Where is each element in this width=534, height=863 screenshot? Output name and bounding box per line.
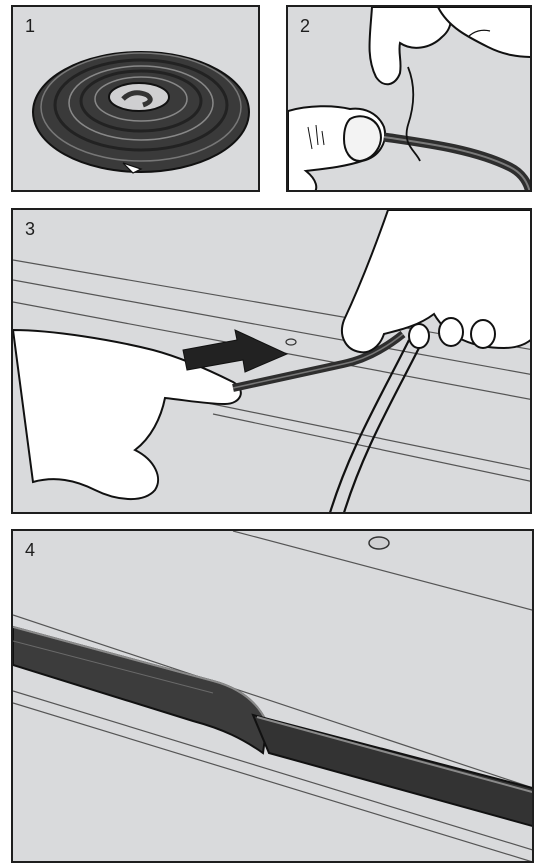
step-number: 3: [25, 220, 35, 238]
step-1-panel: 1: [11, 5, 260, 192]
step-4-panel: 4: [11, 529, 534, 863]
hands-holding-gasket-illustration: [288, 7, 532, 192]
step-number: 1: [25, 17, 35, 35]
step-number: 2: [300, 17, 310, 35]
step-2-panel: 2: [286, 5, 532, 192]
seated-gasket-illustration: [13, 531, 534, 863]
gasket-coil-illustration: [13, 7, 260, 192]
step-3-panel: 3: [11, 208, 532, 514]
step-number: 4: [25, 541, 35, 559]
insert-gasket-illustration: [13, 210, 532, 514]
